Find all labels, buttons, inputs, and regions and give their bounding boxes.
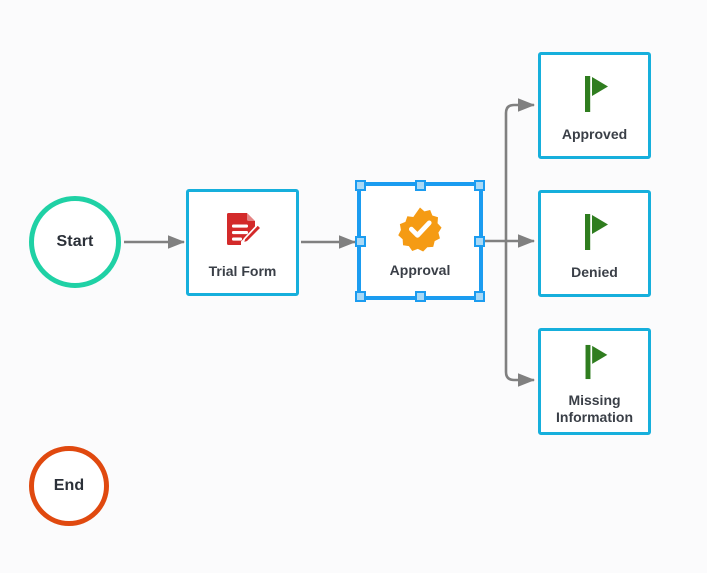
node-trial-form[interactable]: Trial Form — [186, 189, 299, 296]
resize-handle-w[interactable] — [355, 235, 366, 247]
flag-icon — [577, 338, 613, 386]
flag-icon — [576, 68, 614, 120]
node-end-label: End — [53, 477, 85, 494]
resize-handle-sw[interactable] — [355, 291, 366, 302]
flag-icon — [576, 206, 614, 258]
approval-badge-check-icon — [397, 203, 443, 255]
node-approval-label: Approval — [389, 262, 451, 278]
node-missing-information[interactable]: Missing Information — [538, 328, 651, 435]
node-approved[interactable]: Approved — [538, 52, 651, 159]
connector-approval-to-missing-information — [504, 241, 536, 387]
node-end[interactable]: End — [29, 446, 109, 526]
node-denied[interactable]: Denied — [538, 190, 651, 297]
node-missing-information-label: Missing Information — [556, 391, 633, 425]
resize-handle-ne[interactable] — [474, 180, 485, 191]
resize-handle-s[interactable] — [414, 291, 426, 302]
resize-handle-se[interactable] — [474, 291, 485, 302]
node-trial-form-label: Trial Form — [208, 263, 277, 279]
node-approval[interactable]: Approval — [355, 180, 485, 302]
connector-approval-to-approved — [504, 98, 536, 241]
document-edit-icon — [221, 205, 265, 257]
resize-handle-e[interactable] — [474, 235, 485, 247]
node-approved-label: Approved — [561, 126, 628, 142]
node-denied-label: Denied — [571, 264, 618, 280]
node-start-label: Start — [56, 233, 94, 250]
resize-handle-n[interactable] — [414, 180, 426, 191]
resize-handle-nw[interactable] — [355, 180, 366, 191]
node-start[interactable]: Start — [29, 196, 121, 288]
